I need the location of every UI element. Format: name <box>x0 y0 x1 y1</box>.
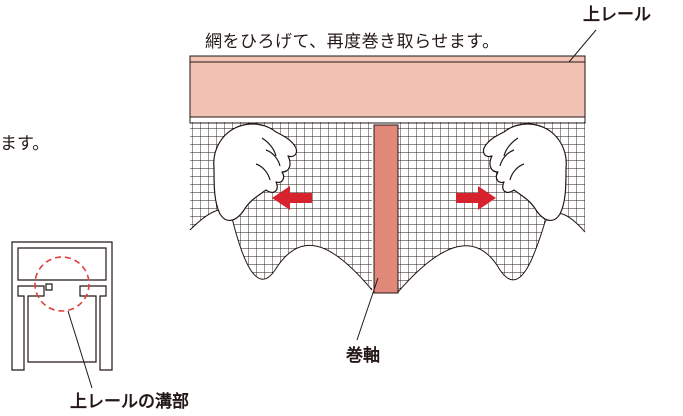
roller-shaft <box>373 124 399 294</box>
right-hand-illustration <box>482 123 567 221</box>
left-hand-illustration <box>213 123 298 221</box>
top-rail <box>189 55 586 124</box>
top-rail-groove-label: 上レールの溝部 <box>70 392 189 412</box>
rail-cross-section <box>11 241 113 371</box>
roller-shaft-label: 巻軸 <box>346 346 380 366</box>
instruction-text: 網をひろげて、再度巻き取らせます。 <box>205 32 500 52</box>
top-rail-label: 上レール <box>583 5 651 25</box>
roller-leader-line <box>356 277 379 341</box>
groove-highlight-circle <box>34 256 90 312</box>
top-rail-leader-line <box>568 29 597 63</box>
arrow-right-icon <box>456 186 496 210</box>
cropped-sentence-end: ます。 <box>0 134 50 154</box>
groove-leader-line <box>67 310 93 389</box>
arrow-left-icon <box>272 186 312 210</box>
